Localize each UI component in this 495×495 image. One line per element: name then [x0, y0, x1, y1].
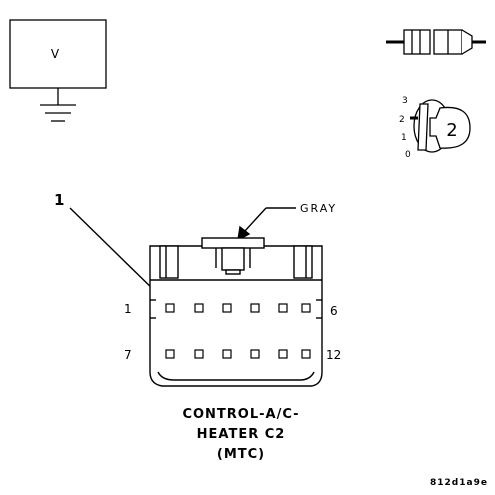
pin-label-6: 6: [330, 304, 338, 318]
cavity-2: [194, 303, 204, 313]
key-position-1: 1: [401, 133, 407, 143]
voltmeter-icon: [9, 19, 107, 122]
cavity-6: [301, 303, 311, 313]
color-leader-arrow: [237, 207, 296, 242]
connector-cavities: [165, 303, 311, 359]
connector-housing: [149, 237, 323, 387]
ignition-key-icon: [410, 99, 471, 153]
connector-title-line-1: CONTROL-A/C-: [182, 407, 300, 422]
cavity-7: [165, 349, 175, 359]
connector-plug-icon: [386, 29, 486, 55]
cavity-4: [250, 303, 260, 313]
cavity-1: [165, 303, 175, 313]
callout-number: 1: [54, 191, 64, 209]
connector-title-line-3: (MTC): [216, 447, 266, 462]
cavity-8: [194, 349, 204, 359]
pin-label-7: 7: [124, 348, 132, 362]
connector-title-line-2: HEATER C2: [196, 427, 286, 442]
pin-label-12: 12: [326, 348, 341, 362]
cavity-5: [278, 303, 288, 313]
voltmeter-label: V: [51, 47, 60, 61]
cavity-12: [301, 349, 311, 359]
key-position-2: 2: [399, 115, 405, 125]
cavity-3: [222, 303, 232, 313]
cavity-9: [222, 349, 232, 359]
pin-label-1: 1: [124, 302, 132, 316]
key-number: 2: [446, 120, 457, 141]
wire-color-label: GRAY: [300, 202, 337, 215]
key-position-3: 3: [402, 96, 408, 106]
key-position-0: 0: [405, 150, 411, 160]
cavity-10: [250, 349, 260, 359]
cavity-11: [278, 349, 288, 359]
figure-code: 812d1a9e: [430, 478, 488, 488]
